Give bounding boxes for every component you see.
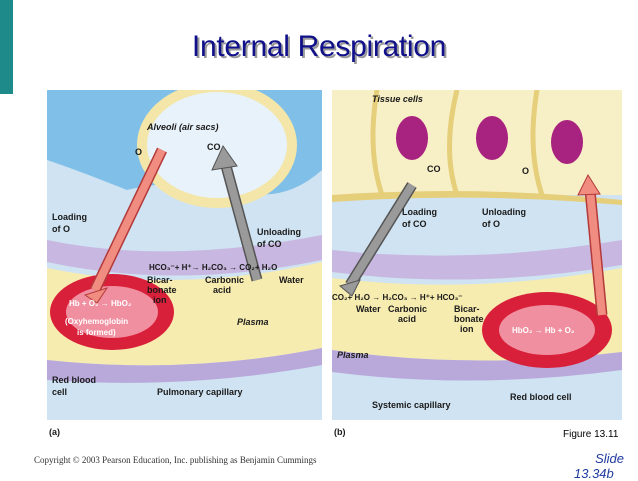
- loading-o2-line1: Loading: [52, 212, 87, 222]
- rbc-reaction-a: Hb + O₂ → HbO₂: [69, 299, 132, 308]
- alveolus-sac: [137, 90, 297, 208]
- figure-reference: Figure 13.11: [563, 429, 619, 440]
- unloading-co2-line2: of CO: [257, 239, 282, 249]
- carbonic-b-2: acid: [398, 314, 416, 324]
- alveoli-label: Alveoli (air sacs): [146, 122, 219, 132]
- rbc-note-2: is formed): [77, 328, 116, 337]
- bicarb-a-3: ion: [153, 295, 167, 305]
- carbonic-a-2: acid: [213, 285, 231, 295]
- reaction-a: HCO₃⁻+ H⁺→ H₂CO₃ → CO₂+ H₂O: [149, 263, 277, 272]
- o2-arrowhead-b: [577, 173, 601, 196]
- bicarb-b-1: Bicar-: [454, 304, 480, 314]
- co2-label-b: CO: [427, 164, 441, 174]
- rbc-label-a-2: cell: [52, 387, 67, 397]
- bicarb-b-2: bonate: [454, 314, 484, 324]
- o2-label-b: O: [522, 166, 529, 176]
- panel-a-tag: (a): [49, 427, 60, 437]
- loading-o2-line2: of O: [52, 224, 70, 234]
- loading-co2-line1: Loading: [402, 207, 437, 217]
- co2-label-a: CO: [207, 142, 221, 152]
- capillary-a: Pulmonary capillary: [157, 387, 243, 397]
- co2-arrow: [221, 160, 261, 282]
- nucleus-3: [551, 120, 583, 164]
- unloading-o2-line2: of O: [482, 219, 500, 229]
- capillary-b: Systemic capillary: [372, 400, 451, 410]
- o2-arrowhead: [83, 287, 109, 304]
- rbc-label-a-1: Red blood: [52, 375, 96, 385]
- slide-title: Internal Respiration: [191, 30, 447, 63]
- tissue-cell-borders: [370, 90, 545, 196]
- rbc-note-1: (Oxyhemoglobin: [65, 317, 128, 326]
- o2-arrow-b: [586, 189, 606, 316]
- carbonic-b-1: Carbonic: [388, 304, 427, 314]
- co2-arrow-b: [346, 182, 416, 288]
- copyright: Copyright © 2003 Pearson Education, Inc.…: [34, 455, 317, 465]
- nucleus-2: [476, 116, 508, 160]
- unloading-co2-line1: Unloading: [257, 227, 301, 237]
- slide-number: Slide 13.34b: [574, 451, 638, 481]
- panel-b-tag: (b): [334, 427, 346, 437]
- nucleus-1: [396, 116, 428, 160]
- capillary-wall-b: [332, 350, 622, 381]
- unloading-o2-line1: Unloading: [482, 207, 526, 217]
- panel-a-pulmonary: Alveoli (air sacs) O CO Loading of O Unl…: [47, 90, 322, 437]
- red-blood-cell-center-b: [499, 305, 595, 355]
- water-b: Water: [356, 304, 381, 314]
- water-a: Water: [279, 275, 304, 285]
- rbc-label-b: Red blood cell: [510, 392, 572, 402]
- o2-arrow: [91, 148, 166, 292]
- co2-arrowhead: [211, 144, 238, 171]
- o2-label-a: O: [135, 147, 142, 157]
- plasma-b: Plasma: [337, 350, 369, 360]
- bicarb-b-3: ion: [460, 324, 474, 334]
- figure: Alveoli (air sacs) O CO Loading of O Unl…: [47, 90, 622, 440]
- reaction-b: CO₂+ H₂O → H₂CO₃ → H⁺+ HCO₃⁻: [332, 293, 463, 302]
- loading-co2-line2: of CO: [402, 219, 427, 229]
- bicarb-a-2: bonate: [147, 285, 177, 295]
- interstitial-band-b: [332, 240, 622, 280]
- carbonic-a-1: Carbonic: [205, 275, 244, 285]
- capillary-wall: [47, 348, 322, 383]
- red-blood-cell-center: [66, 286, 158, 338]
- tissue-cells-label: Tissue cells: [372, 94, 423, 104]
- slide-number-value: 13.34b: [574, 466, 614, 481]
- panel-b-systemic: Tissue cells CO O Loading of CO Unloadin…: [332, 90, 622, 437]
- slide-accent-bar: [0, 0, 13, 94]
- plasma-a: Plasma: [237, 317, 269, 327]
- bicarb-a-1: Bicar-: [147, 275, 173, 285]
- rbc-reaction-b: HbO₂ → Hb + O₂: [512, 326, 575, 335]
- co2-arrowhead-b: [338, 279, 361, 297]
- slide-label: Slide: [595, 451, 624, 466]
